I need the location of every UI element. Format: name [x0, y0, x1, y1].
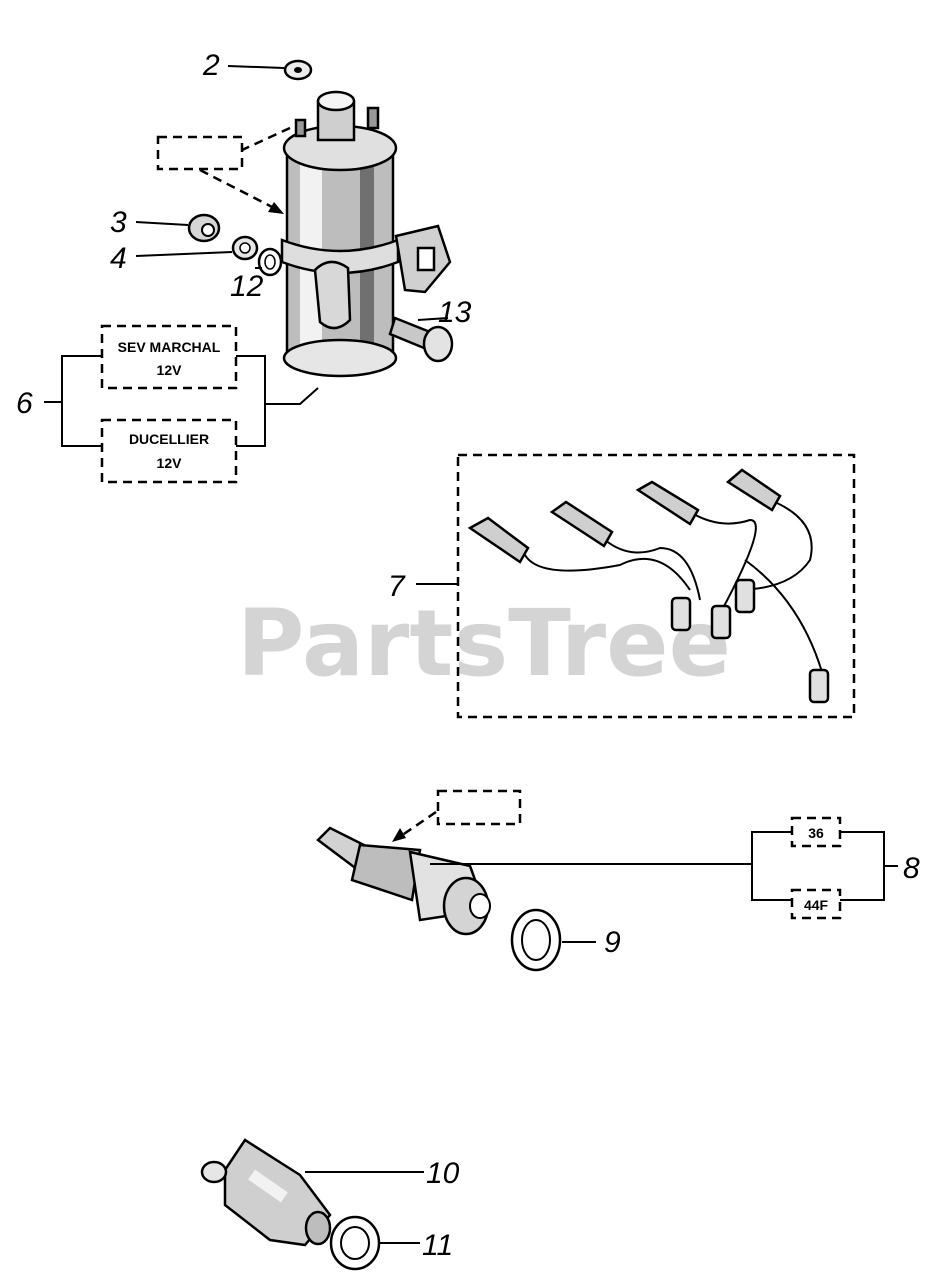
callout-8: 8 — [903, 852, 920, 885]
reference-box-plug — [436, 789, 522, 826]
svg-text:DUCELLIER: DUCELLIER — [129, 431, 209, 447]
callout-2: 2 — [202, 49, 220, 82]
coil-variant-ducellier: DUCELLIER 12V — [100, 418, 238, 484]
plug-variant-36: 36 — [790, 816, 842, 848]
svg-text:12V: 12V — [157, 362, 183, 378]
callout-12: 12 — [230, 270, 264, 303]
lock-washer — [231, 235, 259, 261]
plug-washer — [510, 908, 562, 972]
svg-text:36: 36 — [808, 825, 824, 841]
sender-washer — [329, 1215, 381, 1271]
hex-nut — [187, 213, 221, 243]
parts-tree-watermark: PartsTree — [237, 590, 731, 697]
callout-7: 7 — [388, 570, 406, 603]
callout-11: 11 — [422, 1229, 453, 1262]
flat-washer — [257, 247, 283, 277]
coil-variant-sev-marchal: SEV MARCHAL 12V — [100, 324, 238, 390]
svg-text:SEV MARCHAL: SEV MARCHAL — [118, 339, 221, 355]
callout-3: 3 — [110, 206, 127, 239]
temperature-sender — [200, 1138, 332, 1247]
callout-4: 4 — [110, 242, 127, 275]
svg-text:12V: 12V — [157, 455, 183, 471]
callout-6: 6 — [16, 387, 33, 420]
reference-box-coil — [156, 135, 244, 171]
terminal-nut — [283, 59, 313, 81]
ht-lead-set — [467, 468, 830, 704]
mounting-bolt — [388, 316, 454, 363]
ignition-coil — [280, 90, 452, 378]
svg-text:44F: 44F — [804, 897, 829, 913]
plug-variant-44f: 44F — [790, 888, 842, 920]
spark-plug — [316, 826, 491, 936]
callout-13: 13 — [438, 296, 472, 329]
ht-lead-set-box — [456, 453, 856, 719]
callout-10: 10 — [426, 1157, 460, 1190]
callout-9: 9 — [604, 926, 621, 959]
